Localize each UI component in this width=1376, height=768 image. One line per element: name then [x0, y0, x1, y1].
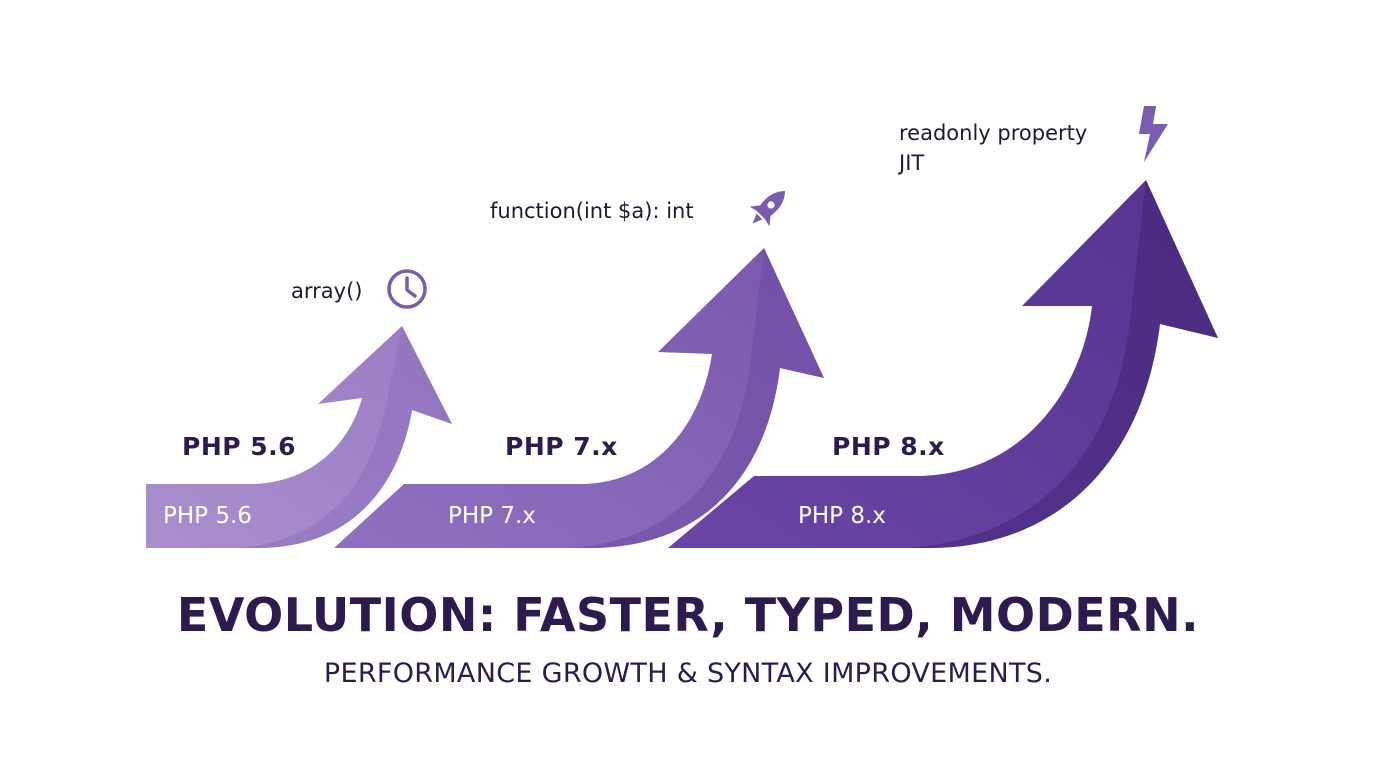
- stage-heading-php-8-x: PHP 8.x: [832, 432, 945, 461]
- arrow-php-8-x: [668, 180, 1218, 548]
- subline: PERFORMANCE GROWTH & SYNTAX IMPROVEMENTS…: [323, 658, 1053, 689]
- rocket-icon: [749, 191, 785, 227]
- code-label-php-8-x-line-1: readonly property: [899, 121, 1088, 145]
- stage-heading-php-5-6: PHP 5.6: [182, 432, 297, 461]
- arrow-php-7-x-shade: [570, 248, 824, 548]
- stage-heading-php-7-x: PHP 7.x: [505, 432, 618, 461]
- code-label-php-8-x-line-2: JIT: [899, 151, 925, 175]
- headline: EVOLUTION: FASTER, TYPED, MODERN.: [176, 588, 1200, 642]
- bar-label-php-7-x: PHP 7.x: [448, 503, 536, 529]
- code-label-php-5-6: array(): [291, 279, 363, 303]
- code-label-php-7-x: function(int $a): int: [490, 199, 694, 223]
- arrow-php-5-6-shade: [240, 326, 452, 548]
- lightning-icon: [1139, 106, 1168, 162]
- arrow-php-7-x: [334, 248, 824, 548]
- bar-label-php-8-x: PHP 8.x: [798, 503, 886, 529]
- bar-label-php-5-6: PHP 5.6: [163, 503, 252, 529]
- clock-icon: [387, 269, 427, 309]
- arrow-php-8-x-shade: [905, 180, 1218, 548]
